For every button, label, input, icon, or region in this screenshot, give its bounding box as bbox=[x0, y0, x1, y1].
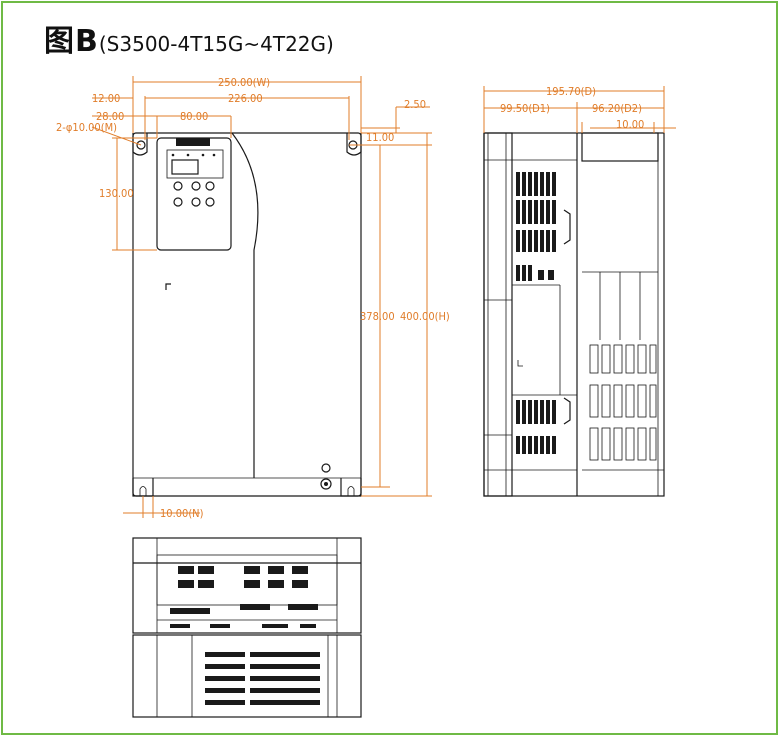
front-view bbox=[132, 132, 362, 497]
bottom-body-outline bbox=[132, 537, 362, 634]
ground-terminal-screw bbox=[324, 482, 328, 486]
dim-d2: 96.20(D2) bbox=[592, 102, 642, 115]
keypad-led-3 bbox=[201, 153, 205, 157]
bottom-view bbox=[132, 537, 362, 718]
dim-d1: 99.50(D1) bbox=[500, 102, 550, 115]
keypad-button-6 bbox=[205, 197, 215, 207]
side-fan-housing bbox=[581, 132, 659, 162]
ground-symbol-icon bbox=[321, 463, 331, 473]
keypad-button-4 bbox=[173, 197, 183, 207]
side-clip-upper bbox=[563, 209, 571, 245]
front-cover-seam bbox=[231, 132, 259, 478]
side-body-outline bbox=[483, 132, 665, 497]
model-range: (S3500-4T15G~4T22G) bbox=[98, 32, 334, 56]
figure-label: 图B bbox=[44, 24, 99, 59]
keypad-led-2 bbox=[186, 153, 190, 157]
side-view bbox=[483, 132, 665, 497]
side-left-rib bbox=[483, 132, 513, 497]
keypad-led-1 bbox=[171, 153, 175, 157]
bottom-heatsink-outline bbox=[132, 634, 362, 718]
bottom-heatsink-slots bbox=[205, 652, 320, 705]
dim-depth: 195.70(D) bbox=[546, 85, 596, 98]
bottom-terminal-openings bbox=[170, 566, 318, 628]
keypad-panel bbox=[156, 137, 232, 251]
mount-slot-bottom-right bbox=[347, 486, 355, 496]
side-dimensions bbox=[483, 86, 676, 133]
dim-keypad-offset: 28.00 bbox=[96, 110, 124, 123]
front-corner-mark bbox=[165, 283, 171, 290]
front-top-right-ear bbox=[346, 133, 362, 156]
keypad-led-4 bbox=[212, 153, 216, 157]
side-clip-lower bbox=[563, 397, 571, 425]
keypad-display bbox=[171, 159, 199, 175]
keypad-display-frame bbox=[166, 149, 224, 179]
front-bottom-left-ear bbox=[132, 478, 154, 497]
mount-hole-top-left bbox=[136, 140, 146, 150]
keypad-button-2 bbox=[191, 181, 201, 191]
dim-hole-offset: 11.00 bbox=[366, 131, 394, 144]
dim-hole: 2-φ10.00(M) bbox=[56, 121, 117, 134]
mount-slot-bottom-left bbox=[139, 486, 147, 496]
keypad-clip bbox=[176, 138, 210, 146]
side-corner-mark bbox=[517, 360, 523, 367]
dim-left-offset: 12.00 bbox=[92, 92, 120, 105]
dim-fan-offset: 10.00 bbox=[616, 118, 644, 131]
keypad-button-5 bbox=[191, 197, 201, 207]
figure-title: 图B(S3500-4T15G~4T22G) bbox=[44, 16, 334, 60]
dim-bottom-n: 10.00(N) bbox=[160, 507, 204, 520]
keypad-button-1 bbox=[173, 181, 183, 191]
front-dimensions bbox=[91, 76, 432, 518]
dim-w: 250.00(W) bbox=[218, 76, 270, 89]
side-vents-left bbox=[516, 172, 556, 454]
keypad-button-3 bbox=[205, 181, 215, 191]
ground-terminal bbox=[320, 478, 332, 490]
front-top-left-ear bbox=[132, 133, 148, 156]
dim-top-margin: 2.50 bbox=[404, 98, 426, 111]
front-bottom-right-ear bbox=[340, 478, 362, 497]
dim-keypad-width: 80.00 bbox=[180, 110, 208, 123]
front-body-outline bbox=[132, 132, 362, 497]
dim-h-inner: 378.00 bbox=[360, 310, 395, 323]
dim-keypad-height: 130.00 bbox=[99, 187, 134, 200]
dim-w-inner: 226.00 bbox=[228, 92, 263, 105]
side-heatsink-fins bbox=[589, 344, 657, 461]
dim-h: 400.00(H) bbox=[400, 310, 450, 323]
